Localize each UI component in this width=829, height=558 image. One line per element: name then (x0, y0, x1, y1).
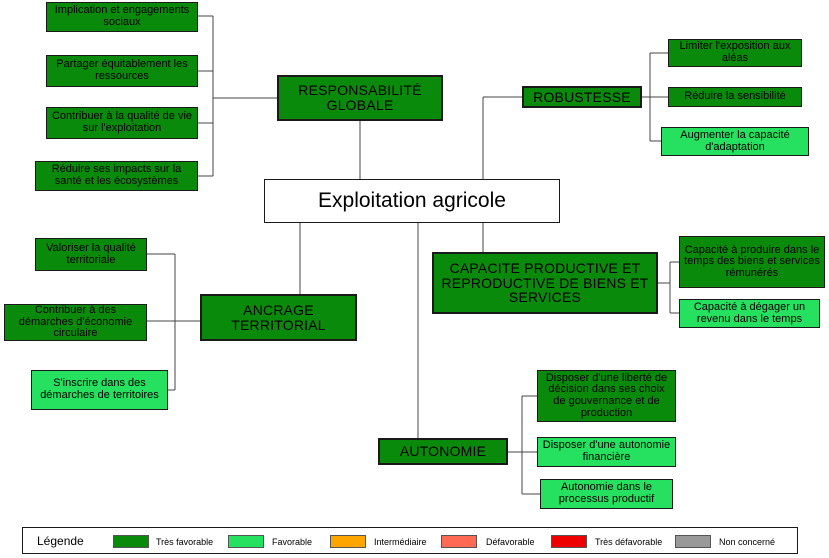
legend-swatch-intermediaire (330, 535, 366, 548)
leaf-contribuer-demarches: Contribuer à des démarches d'économie ci… (4, 304, 147, 341)
legend-swatch-favorable (228, 535, 264, 548)
legend-label-defavorable: Défavorable (486, 537, 535, 547)
legend-label-non-concerne: Non concerné (719, 537, 776, 547)
legend-swatch-defavorable (441, 535, 477, 548)
legend-swatch-non-concerne (675, 535, 711, 548)
category-autonomie: AUTONOMIE (378, 438, 508, 465)
legend-label-intermediaire: Intermédiaire (374, 537, 427, 547)
leaf-reduire-impacts: Réduire ses impacts sur la santé et les … (35, 161, 198, 191)
leaf-liberte-decision: Disposer d'une liberté de décision dans … (537, 370, 676, 422)
legend-label-tres-favorable: Très favorable (156, 537, 214, 547)
category-ancrage-territorial: ANCRAGE TERRITORIAL (200, 294, 357, 341)
leaf-implication: Implication et engagements sociaux (46, 2, 198, 32)
leaf-augmenter-capacite: Augmenter la capacité d'adaptation (661, 127, 809, 156)
category-robustesse: ROBUSTESSE (522, 86, 642, 108)
leaf-autonomie-processus: Autonomie dans le processus productif (540, 479, 673, 509)
leaf-limiter-exposition: Limiter l'exposition aux aléas (668, 39, 802, 67)
legend-swatch-tres-favorable (113, 535, 149, 548)
leaf-partager: Partager équitablement les ressources (46, 55, 198, 87)
leaf-capacite-produire: Capacité à produire dans le temps des bi… (679, 236, 825, 288)
leaf-inscrire-territoires: S'inscrire dans des démarches de territo… (31, 370, 168, 410)
legend: Légende Très favorable Favorable Intermé… (22, 527, 798, 554)
category-responsabilite-globale: RESPONSABILITÉ GLOBALE (277, 75, 443, 121)
leaf-contribuer-qualite: Contribuer à la qualité de vie sur l'exp… (46, 107, 198, 139)
root-node: Exploitation agricole (264, 179, 560, 223)
leaf-autonomie-financiere: Disposer d'une autonomie financière (537, 437, 676, 467)
leaf-capacite-degager-revenu: Capacité à dégager un revenu dans le tem… (679, 299, 820, 328)
legend-swatch-tres-defavorable (551, 535, 587, 548)
legend-title: Légende (37, 534, 84, 548)
leaf-valoriser-qualite: Valoriser la qualité territoriale (35, 238, 147, 271)
leaf-reduire-sensibilite: Réduire la sensibilité (668, 87, 802, 107)
legend-label-favorable: Favorable (272, 537, 313, 547)
legend-label-tres-defavorable: Très défavorable (595, 537, 663, 547)
category-capacite-productive: CAPACITE PRODUCTIVE ET REPRODUCTIVE DE B… (432, 252, 658, 314)
